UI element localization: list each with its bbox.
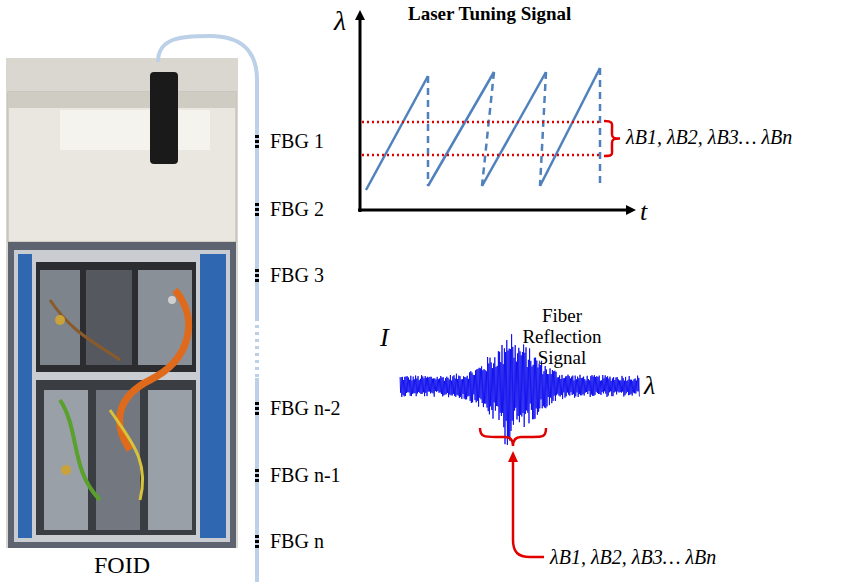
grating-label: FBG 3: [270, 264, 324, 286]
grating-label: FBG n-2: [270, 397, 341, 419]
axis-label: λ: [334, 6, 346, 37]
chart-title: Fiber Reflection Signal: [522, 306, 602, 369]
device-label: FOID: [94, 552, 150, 578]
wavelength-label: λB1, λB2, λB3… λBn: [550, 546, 716, 568]
wavelength-label: λB1, λB2, λB3… λBn: [626, 126, 792, 148]
optical-fiber: [158, 36, 257, 582]
axis-label: λ: [644, 372, 655, 401]
tuning-chart: [358, 14, 632, 212]
grating-label: FBG n-1: [270, 464, 341, 486]
grating-label: FBG n: [270, 530, 324, 552]
grating-label: FBG 1: [270, 130, 324, 152]
chart-title: Laser Tuning Signal: [408, 4, 571, 25]
grating-label: FBG 2: [270, 198, 324, 220]
reflection-chart: [400, 334, 639, 557]
instrument-photo: [6, 58, 238, 548]
axis-label: I: [380, 324, 389, 353]
axis-label: t: [640, 198, 647, 227]
